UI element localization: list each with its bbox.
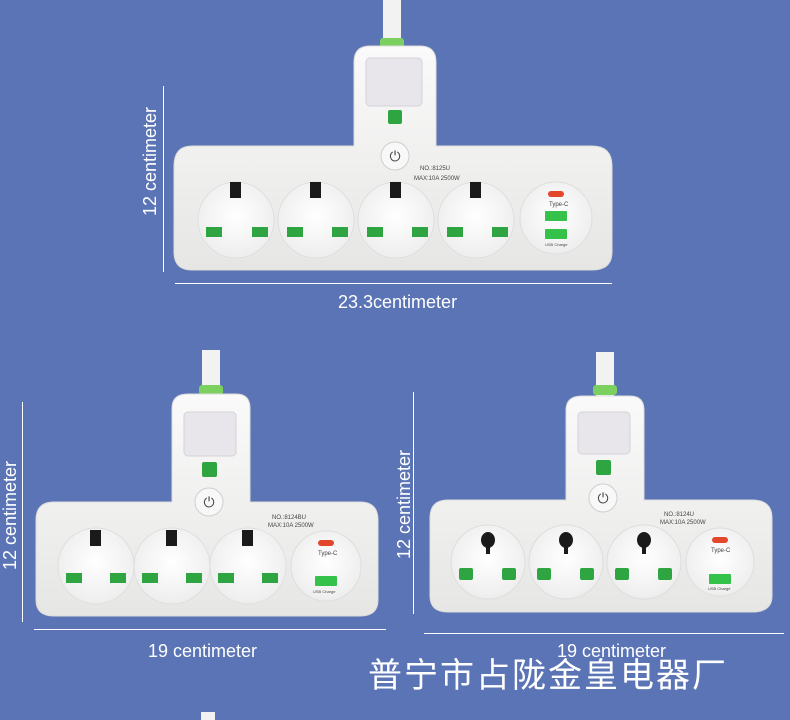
power-icon: ⏻ [597,490,608,506]
right-universal-socket-1 [450,524,526,600]
left-indicator-window [183,411,237,457]
right-model-label: NO.:8124U [664,512,694,518]
left-model-label: NO.:8124BU [272,515,306,521]
bottom-partial-cable [201,712,215,720]
top-model-label: NO.:8125U [420,166,450,172]
power-icon: ⏻ [203,494,214,510]
right-indicator-window [577,411,631,455]
right-universal-socket-2 [528,524,604,600]
left-height-line [22,402,23,622]
top-socket-2 [277,181,355,259]
top-power-button [380,141,410,171]
right-rating-label: MAX:10A 2500W [660,520,706,526]
left-power-strip: ⏻ [35,350,379,617]
top-usb-label: USB Charge [545,242,568,247]
top-socket-1 [197,181,275,259]
type-c-port [712,537,728,543]
left-rating-label: MAX:10A 2500W [268,523,314,529]
top-power-strip: ⏻ [173,0,613,271]
right-universal-socket-3 [606,524,682,600]
left-socket-2 [133,527,211,605]
right-height-line [413,392,414,614]
usb-port [315,576,337,586]
left-typec-label: Type-C [318,551,338,557]
left-width-line [34,629,386,630]
right-usb-label: USB Charge [708,586,731,591]
left-usb-module [290,530,362,602]
right-width-label: 19 centimeter [557,641,667,661]
top-socket-4 [437,181,515,259]
right-typec-label: Type-C [711,548,731,554]
type-c-port [548,191,564,197]
usb-port [545,211,567,221]
power-icon: ⏻ [389,148,400,164]
left-power-button [194,487,224,517]
right-usb-module [685,527,755,597]
top-indicator-led [388,110,402,124]
left-socket-3 [209,527,287,605]
left-height-label: 12 centimeter [0,460,20,570]
top-height-line [163,86,164,272]
left-cable-collar [199,385,223,395]
top-socket-3 [357,181,435,259]
top-width-line [175,283,612,284]
company-name: 普宁市占陇金皇电器厂 [368,656,728,696]
top-indicator-window [365,57,423,107]
left-socket-1 [57,527,135,605]
usb-port [545,229,567,239]
left-width-label: 19 centimeter [148,641,258,661]
top-width-label: 23.3centimeter [338,292,458,312]
top-usb-module [519,181,593,255]
right-indicator-led [596,460,611,475]
right-cable-collar [593,385,617,395]
top-typec-label: Type-C [549,202,569,208]
right-height-label: 12 centimeter [394,449,414,559]
left-indicator-led [202,462,217,477]
top-cable [383,0,401,40]
top-rating-label: MAX:10A 2500W [414,176,460,182]
right-width-line [424,633,784,634]
left-usb-label: USB Charge [313,589,336,594]
top-height-label: 12 centimeter [140,106,160,216]
right-power-button [588,483,618,513]
right-power-strip: ⏻ [429,352,773,613]
usb-port [709,574,731,584]
type-c-port [318,540,334,546]
